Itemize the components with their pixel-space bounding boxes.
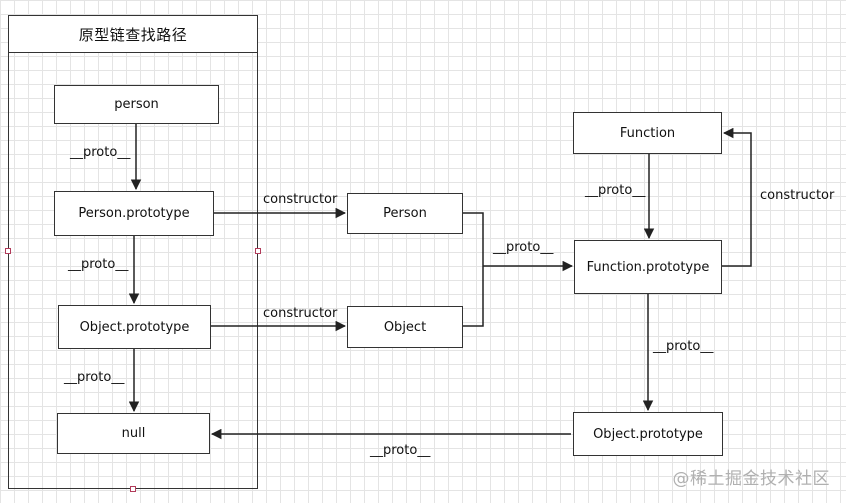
resize-handle-bottom[interactable] (130, 486, 136, 492)
resize-handle-left[interactable] (5, 248, 11, 254)
node-object-prototype-left[interactable]: Object.prototype (58, 305, 211, 349)
label-proto-ctors: __proto__ (493, 240, 554, 255)
node-object-constructor[interactable]: Object (347, 306, 463, 348)
edge-constructor-function (722, 127, 752, 267)
label-proto-object-prototype-right: __proto__ (370, 443, 431, 458)
node-function-prototype[interactable]: Function.prototype (574, 240, 722, 294)
label-constructor-function: constructor (760, 188, 835, 203)
node-person-prototype[interactable]: Person.prototype (54, 191, 214, 236)
node-function-constructor[interactable]: Function (573, 112, 722, 154)
label-proto-person: __proto__ (70, 145, 131, 160)
label-proto-object-prototype-left: __proto__ (64, 370, 125, 385)
node-object-prototype-right[interactable]: Object.prototype (573, 412, 723, 456)
label-proto-person-prototype: __proto__ (68, 257, 129, 272)
label-constructor-person: constructor (263, 192, 338, 207)
node-null[interactable]: null (57, 413, 210, 454)
container-title: 原型链查找路径 (8, 15, 258, 53)
edge-object-to-merge (463, 266, 484, 327)
label-proto-function-prototype: __proto__ (653, 339, 714, 354)
label-proto-function: __proto__ (585, 183, 646, 198)
node-person-constructor[interactable]: Person (347, 193, 463, 234)
watermark: @稀土掘金技术社区 (672, 469, 830, 489)
edge-person-to-merge (463, 212, 484, 266)
resize-handle-right[interactable] (255, 248, 261, 254)
node-person[interactable]: person (54, 85, 219, 124)
label-constructor-object: constructor (263, 306, 338, 321)
